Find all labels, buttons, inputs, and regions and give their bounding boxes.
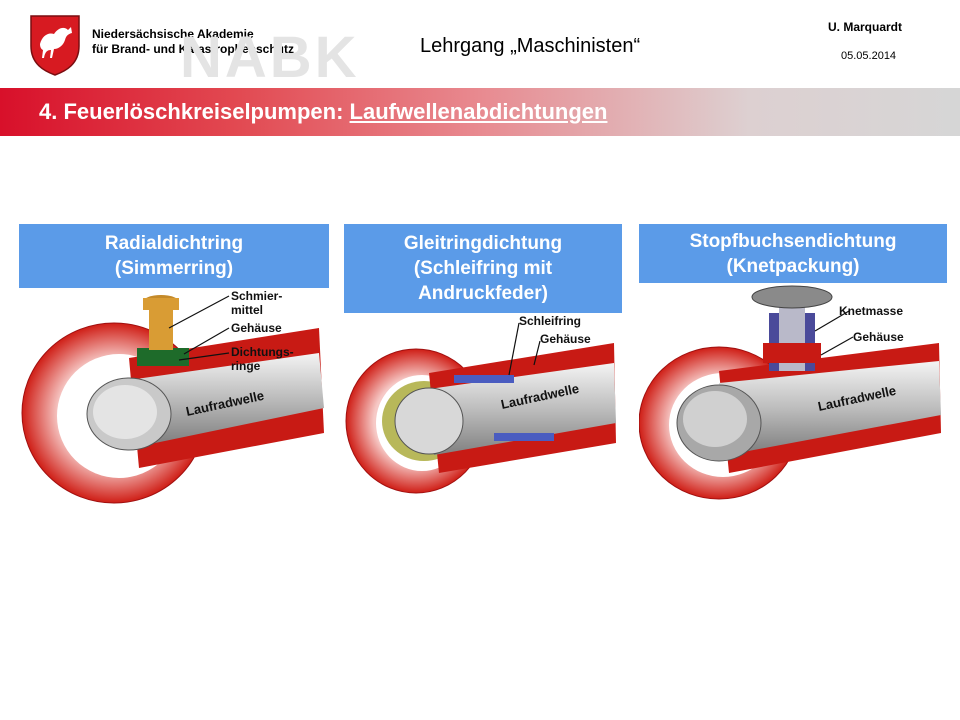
stuffing-box-illustration: Knetmasse Gehäuse Laufradwelle: [639, 285, 941, 500]
title-prefix: 4. Feuerlöschkreiselpumpen:: [39, 99, 350, 124]
label-schmiermittel-1: Schmier-: [231, 289, 282, 303]
organization-name: Niedersächsische Akademie für Brand- und…: [92, 27, 294, 57]
label-dichtungsringe-2: ringe: [231, 359, 261, 373]
panel-mechanical-seal: Gleitringdichtung (Schleifring mit Andru…: [344, 224, 622, 514]
label-gehaeuse: Gehäuse: [853, 330, 904, 344]
heading-line-1: Stopfbuchsendichtung: [689, 231, 897, 252]
title-bar: [0, 88, 960, 136]
label-knetmasse: Knetmasse: [839, 304, 903, 318]
heading-line-2: (Knetpackung): [726, 256, 860, 277]
author-name: U. Marquardt: [828, 20, 903, 34]
slide-date: 05.05.2014: [841, 50, 897, 62]
heading-line-3: Andruckfeder): [418, 283, 548, 304]
label-schmiermittel-2: mittel: [231, 303, 263, 317]
label-schleifring: Schleifring: [519, 314, 581, 328]
lower-saxony-crest-icon: [30, 15, 80, 76]
title-underlined: Laufwellenabdichtungen: [349, 99, 608, 124]
heading-line-2: (Simmerring): [114, 258, 234, 279]
heading-line-1: Gleitringdichtung: [403, 233, 563, 254]
heading-line-1: Radialdichtring: [104, 233, 244, 254]
mechanical-seal-illustration: Schleifring Gehäuse Laufradwelle: [345, 314, 616, 494]
org-line-2: für Brand- und Katastrophenschutz: [92, 42, 295, 56]
course-title: Lehrgang „Maschinisten“: [420, 35, 641, 57]
label-gehaeuse: Gehäuse: [540, 332, 591, 346]
org-line-1: Niedersächsische Akademie: [92, 27, 254, 41]
label-gehaeuse: Gehäuse: [231, 321, 282, 335]
panel-heading: Stopfbuchsendichtung (Knetpackung): [639, 224, 947, 283]
panel-stuffing-box: Stopfbuchsendichtung (Knetpackung) Knetm…: [639, 224, 947, 514]
heading-line-2: (Schleifring mit: [413, 258, 553, 279]
panel-radial-seal: Radialdichtring (Simmerring) Schmier- mi…: [19, 224, 329, 514]
radial-seal-illustration: Schmier- mittel Gehäuse Dichtungs- ringe…: [21, 289, 324, 504]
panel-heading: Radialdichtring (Simmerring): [19, 224, 329, 288]
panel-heading: Gleitringdichtung (Schleifring mit Andru…: [344, 224, 622, 313]
label-dichtungsringe-1: Dichtungs-: [231, 345, 294, 359]
slide-title: 4. Feuerlöschkreiselpumpen: Laufwellenab…: [39, 99, 607, 125]
nabk-watermark: NABK: [180, 25, 360, 90]
